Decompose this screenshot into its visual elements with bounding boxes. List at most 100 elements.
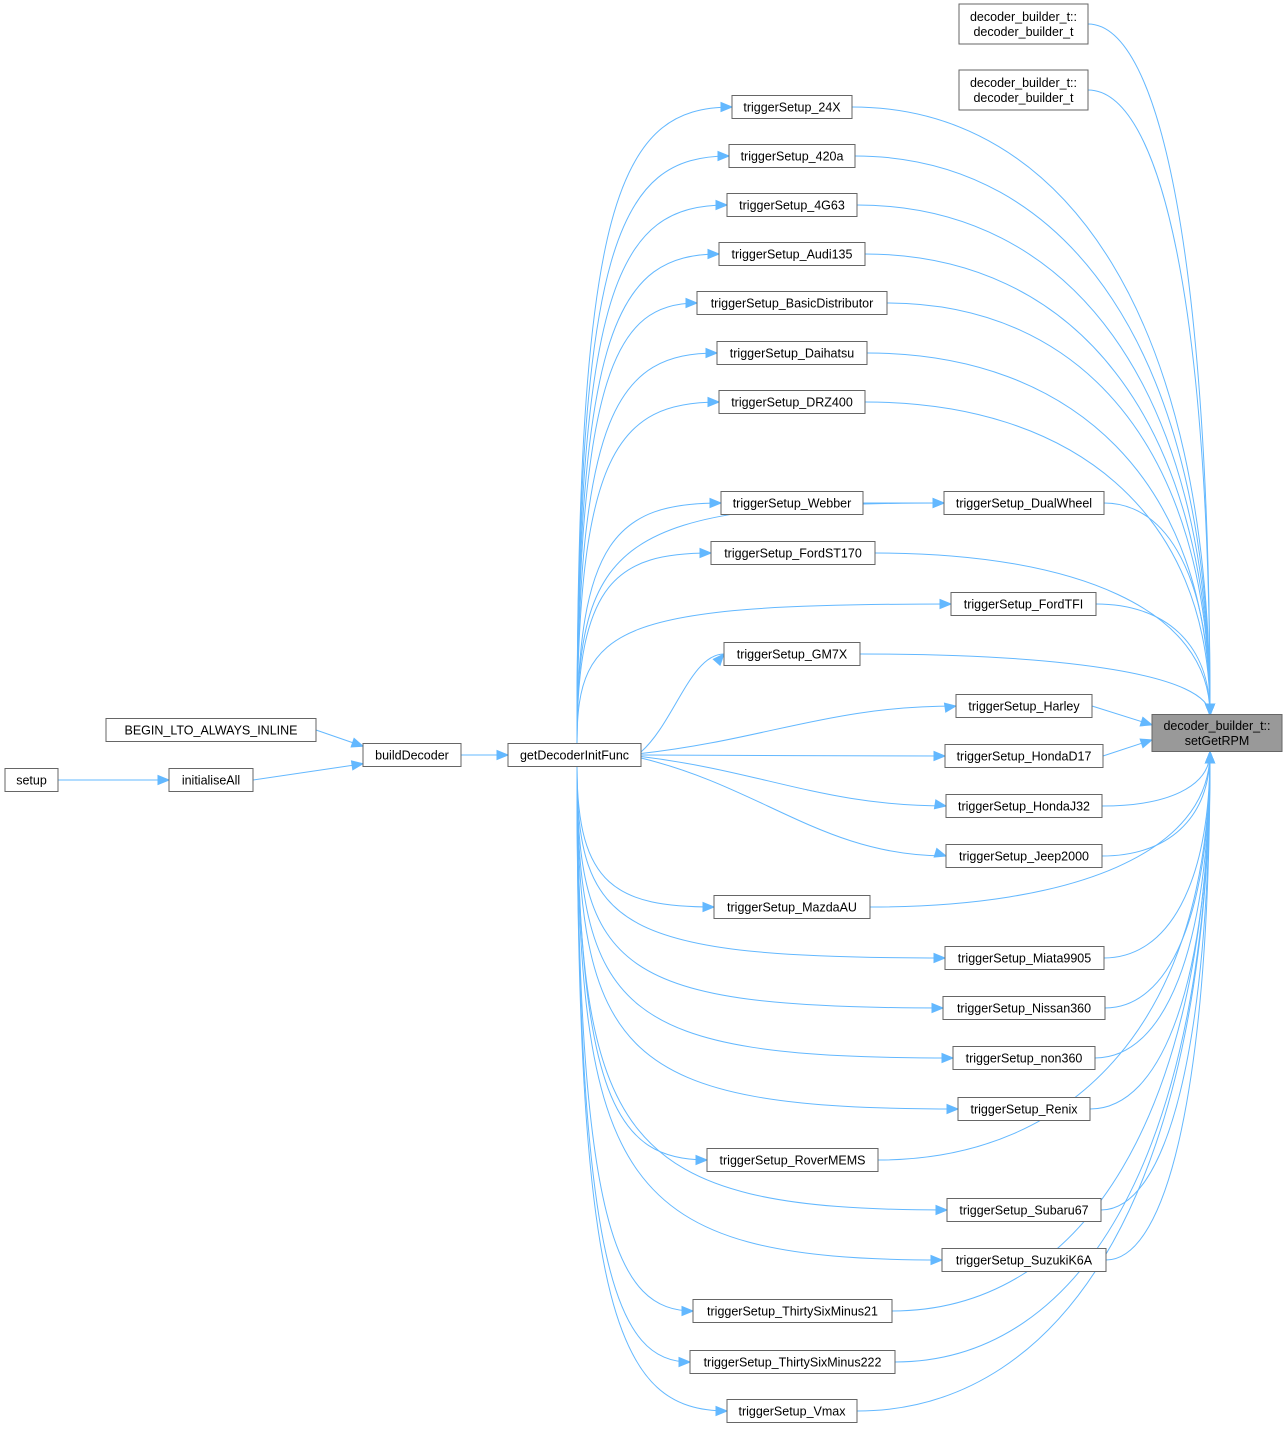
node-tNissan360[interactable]: triggerSetup_Nissan360 (942, 996, 1106, 1020)
arrowhead-icon (695, 1154, 709, 1166)
node-tSuzukiK6A[interactable]: triggerSetup_SuzukiK6A (941, 1248, 1107, 1272)
node-tSubaru67[interactable]: triggerSetup_Subaru67 (946, 1198, 1102, 1222)
node-t3621[interactable]: triggerSetup_ThirtySixMinus21 (692, 1299, 893, 1323)
arrowhead-icon (712, 653, 725, 667)
node-box (958, 3, 1089, 45)
node-getDecoderInitFunc[interactable]: getDecoderInitFunc (507, 743, 642, 767)
edge-getDecoderInitFunc-to-tDRZ400 (576, 396, 721, 744)
node-tnon360[interactable]: triggerSetup_non360 (952, 1046, 1096, 1070)
edge-line (886, 302, 1211, 716)
arrowhead-icon (941, 1052, 955, 1064)
node-tMazdaAU[interactable]: triggerSetup_MazdaAU (713, 895, 871, 919)
node-t420a[interactable]: triggerSetup_420a (728, 144, 856, 168)
node-initialiseAll[interactable]: initialiseAll (168, 768, 254, 792)
node-db1[interactable]: decoder_builder_t::decoder_builder_t (958, 3, 1089, 45)
node-box (950, 592, 1097, 616)
node-label: setup (16, 774, 47, 788)
node-tMiata9905[interactable]: triggerSetup_Miata9905 (944, 946, 1105, 970)
edge-getDecoderInitFunc-to-tWebber (576, 497, 723, 744)
node-tDualWheel[interactable]: triggerSetup_DualWheel (943, 491, 1105, 515)
node-box (716, 341, 868, 365)
node-tHondaD17[interactable]: triggerSetup_HondaD17 (944, 744, 1104, 768)
node-tWebber[interactable]: triggerSetup_Webber (720, 491, 864, 515)
node-box (4, 768, 59, 792)
node-box (720, 491, 864, 515)
node-buildDecoder[interactable]: buildDecoder (362, 743, 462, 767)
node-label: decoder_builder_t (973, 91, 1074, 105)
edge-t4G63-to-setGetRPM (856, 204, 1216, 717)
edge-line (576, 766, 954, 1059)
edge-line (576, 352, 718, 744)
edge-line (874, 552, 1211, 716)
node-label: triggerSetup_DRZ400 (731, 396, 853, 410)
node-label: triggerSetup_RoverMEMS (720, 1154, 866, 1168)
node-tRoverMEMS[interactable]: triggerSetup_RoverMEMS (706, 1148, 879, 1172)
edges (58, 23, 1216, 1417)
node-tFordST170[interactable]: triggerSetup_FordST170 (710, 541, 876, 565)
edge-line (576, 766, 708, 1161)
node-box (696, 291, 888, 315)
edge-line (1103, 502, 1211, 716)
node-tHarley[interactable]: triggerSetup_Harley (955, 694, 1093, 718)
node-box (713, 895, 871, 919)
edge-getDecoderInitFunc-to-tMiata9905 (576, 766, 947, 964)
edge-getDecoderInitFunc-to-tNissan360 (576, 766, 945, 1014)
arrowhead-icon (350, 760, 365, 771)
node-box (1151, 714, 1283, 752)
edge-line (576, 603, 952, 744)
arrowhead-icon (678, 1356, 692, 1368)
edge-tGM7X-to-setGetRPM (859, 653, 1216, 717)
edge-getDecoderInitFunc-to-tRoverMEMS (576, 766, 709, 1166)
node-tFordTFI[interactable]: triggerSetup_FordTFI (950, 592, 1097, 616)
node-setup[interactable]: setup (4, 768, 59, 792)
node-label: triggerSetup_FordTFI (964, 598, 1084, 612)
node-tGM7X[interactable]: triggerSetup_GM7X (723, 642, 861, 666)
edge-getDecoderInitFunc-to-tDaihatsu (576, 347, 719, 744)
arrowhead-icon (946, 1103, 960, 1115)
edge-getDecoderInitFunc-to-tGM7X (640, 653, 725, 753)
node-t4G63[interactable]: triggerSetup_4G63 (726, 193, 858, 217)
edge-getDecoderInitFunc-to-tHondaD17 (640, 750, 947, 762)
node-label: triggerSetup_Audi135 (732, 248, 853, 262)
edge-getDecoderInitFunc-to-tMazdaAU (576, 766, 716, 913)
edge-tDRZ400-to-setGetRPM (864, 401, 1216, 717)
arrowhead-icon (939, 598, 953, 610)
edge-line (576, 204, 728, 744)
edge-tnon360-to-setGetRPM (1094, 750, 1216, 1059)
node-t36222[interactable]: triggerSetup_ThirtySixMinus222 (689, 1350, 896, 1374)
node-box (706, 1148, 879, 1172)
edge-db1-to-setGetRPM (1087, 23, 1216, 717)
node-tDaihatsu[interactable]: triggerSetup_Daihatsu (716, 341, 868, 365)
edge-t420a-to-setGetRPM (854, 155, 1216, 717)
edge-line (851, 106, 1211, 716)
node-tRenix[interactable]: triggerSetup_Renix (957, 1097, 1091, 1121)
node-tHondaJ32[interactable]: triggerSetup_HondaJ32 (945, 794, 1103, 818)
node-t24X[interactable]: triggerSetup_24X (731, 95, 853, 119)
node-tJeep2000[interactable]: triggerSetup_Jeep2000 (945, 844, 1103, 868)
node-BEGIN[interactable]: BEGIN_LTO_ALWAYS_INLINE (105, 718, 317, 742)
edge-getDecoderInitFunc-to-tSuzukiK6A (576, 766, 944, 1266)
edge-line (576, 106, 733, 744)
edge-t3621-to-setGetRPM (891, 750, 1216, 1312)
edge-line (576, 766, 959, 1110)
edge-t24X-to-setGetRPM (851, 106, 1216, 717)
edge-line (1100, 751, 1211, 1211)
edge-line (576, 766, 715, 908)
node-tVmax[interactable]: triggerSetup_Vmax (726, 1399, 858, 1423)
node-setGetRPM[interactable]: decoder_builder_t::setGetRPM (1151, 714, 1283, 752)
node-tDRZ400[interactable]: triggerSetup_DRZ400 (718, 390, 866, 414)
edge-line (576, 766, 943, 1261)
node-label: initialiseAll (182, 774, 240, 788)
edge-line (576, 766, 946, 959)
node-box (692, 1299, 893, 1323)
node-label: triggerSetup_Daihatsu (730, 347, 854, 361)
edge-tDualWheel-to-setGetRPM (1103, 502, 1216, 717)
node-label: triggerSetup_Harley (968, 700, 1080, 714)
node-db2[interactable]: decoder_builder_t::decoder_builder_t (958, 69, 1089, 111)
node-label: getDecoderInitFunc (520, 749, 629, 763)
arrowhead-icon (715, 199, 729, 211)
node-tBasic[interactable]: triggerSetup_BasicDistributor (696, 291, 888, 315)
node-tAudi135[interactable]: triggerSetup_Audi135 (718, 242, 866, 266)
edge-line (877, 751, 1211, 1161)
